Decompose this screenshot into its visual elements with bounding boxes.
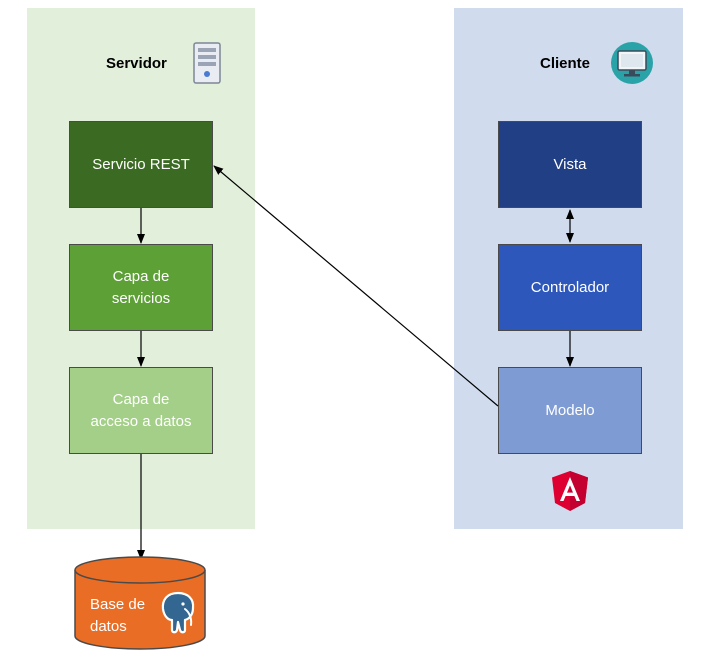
model-label: Modelo bbox=[545, 401, 595, 419]
service-layer-box: Capa de servicios bbox=[69, 244, 213, 331]
client-title: Cliente bbox=[540, 55, 591, 72]
rest-service-box: Servicio REST bbox=[69, 121, 213, 208]
server-title: Servidor bbox=[106, 55, 167, 72]
model-box: Modelo bbox=[498, 367, 642, 454]
server-tower-icon bbox=[193, 42, 221, 84]
view-label: Vista bbox=[553, 155, 587, 173]
view-box: Vista bbox=[498, 121, 642, 208]
data-access-layer-box: Capa de acceso a datos bbox=[69, 367, 213, 454]
postgresql-elephant-icon bbox=[161, 591, 195, 634]
controller-label: Controlador bbox=[530, 278, 610, 296]
angular-logo-icon bbox=[552, 471, 588, 511]
rest-service-label: Servicio REST bbox=[92, 155, 190, 173]
service-layer-label: Capa de servicios bbox=[111, 267, 171, 307]
arrow-model-to-rest bbox=[213, 165, 499, 407]
database-label: Base de datos bbox=[90, 596, 146, 635]
controller-box: Controlador bbox=[498, 244, 642, 331]
monitor-icon bbox=[611, 42, 653, 84]
data-access-layer-label: Capa de acceso a datos bbox=[90, 390, 192, 430]
